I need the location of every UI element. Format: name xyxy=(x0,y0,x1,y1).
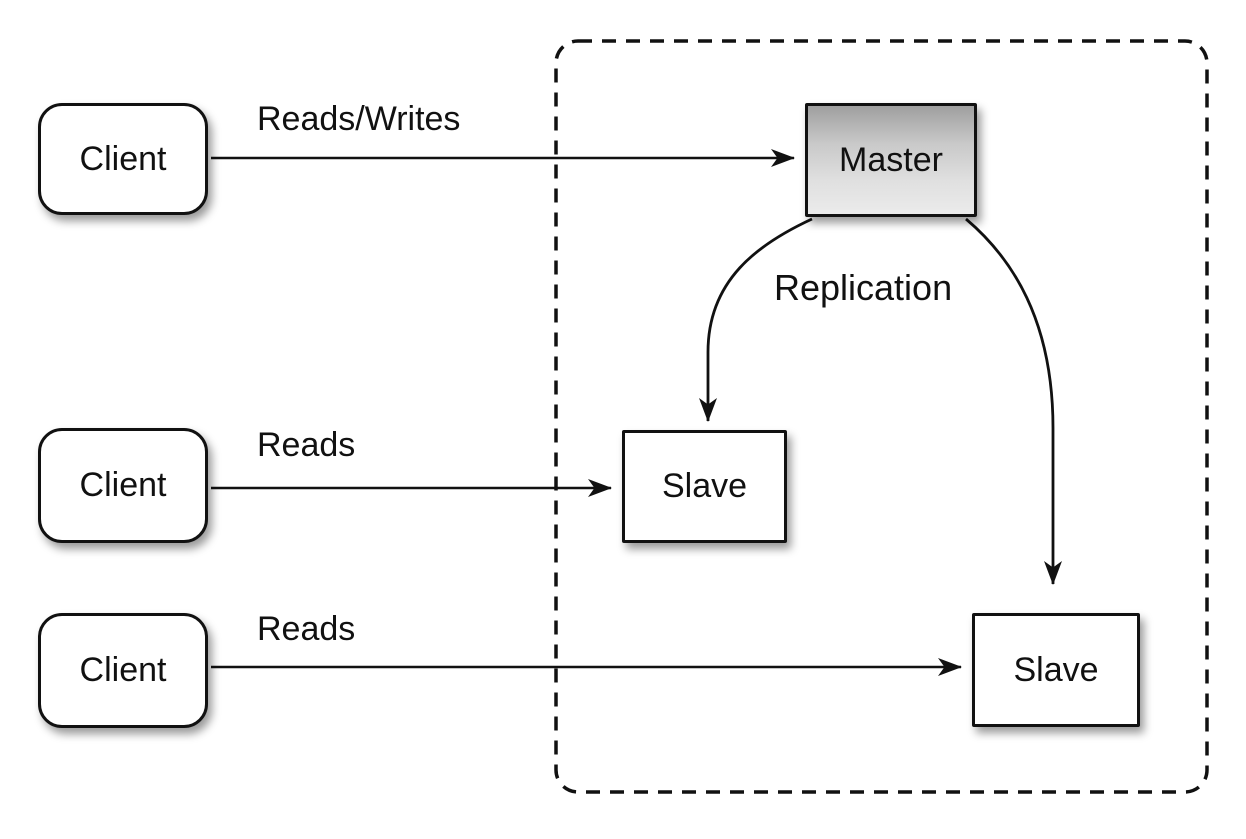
master-label: Master xyxy=(839,140,943,179)
slave-right-label: Slave xyxy=(1013,650,1099,689)
reads-writes-label: Reads/Writes xyxy=(257,100,461,138)
replication-arrow-left xyxy=(699,217,813,422)
replication-arrow-right xyxy=(965,217,1062,585)
reads-label-bottom: Reads xyxy=(257,610,356,648)
slave-left-node: Slave xyxy=(622,430,787,543)
slave-left-label: Slave xyxy=(661,467,748,505)
client-top-node: Client xyxy=(38,103,208,215)
client-bottom-node: Client xyxy=(38,613,208,728)
slave-right-node: Slave xyxy=(972,613,1140,727)
replication-boundary xyxy=(554,39,1209,794)
client-middle-node: Client xyxy=(38,428,208,543)
reads-label-middle: Reads xyxy=(257,426,356,464)
master-node: Master xyxy=(805,103,977,217)
client-middle-label: Client xyxy=(79,466,167,504)
client-bottom-label: Client xyxy=(79,651,167,689)
client-top-label: Client xyxy=(79,139,167,178)
replication-label: Replication xyxy=(774,267,953,308)
